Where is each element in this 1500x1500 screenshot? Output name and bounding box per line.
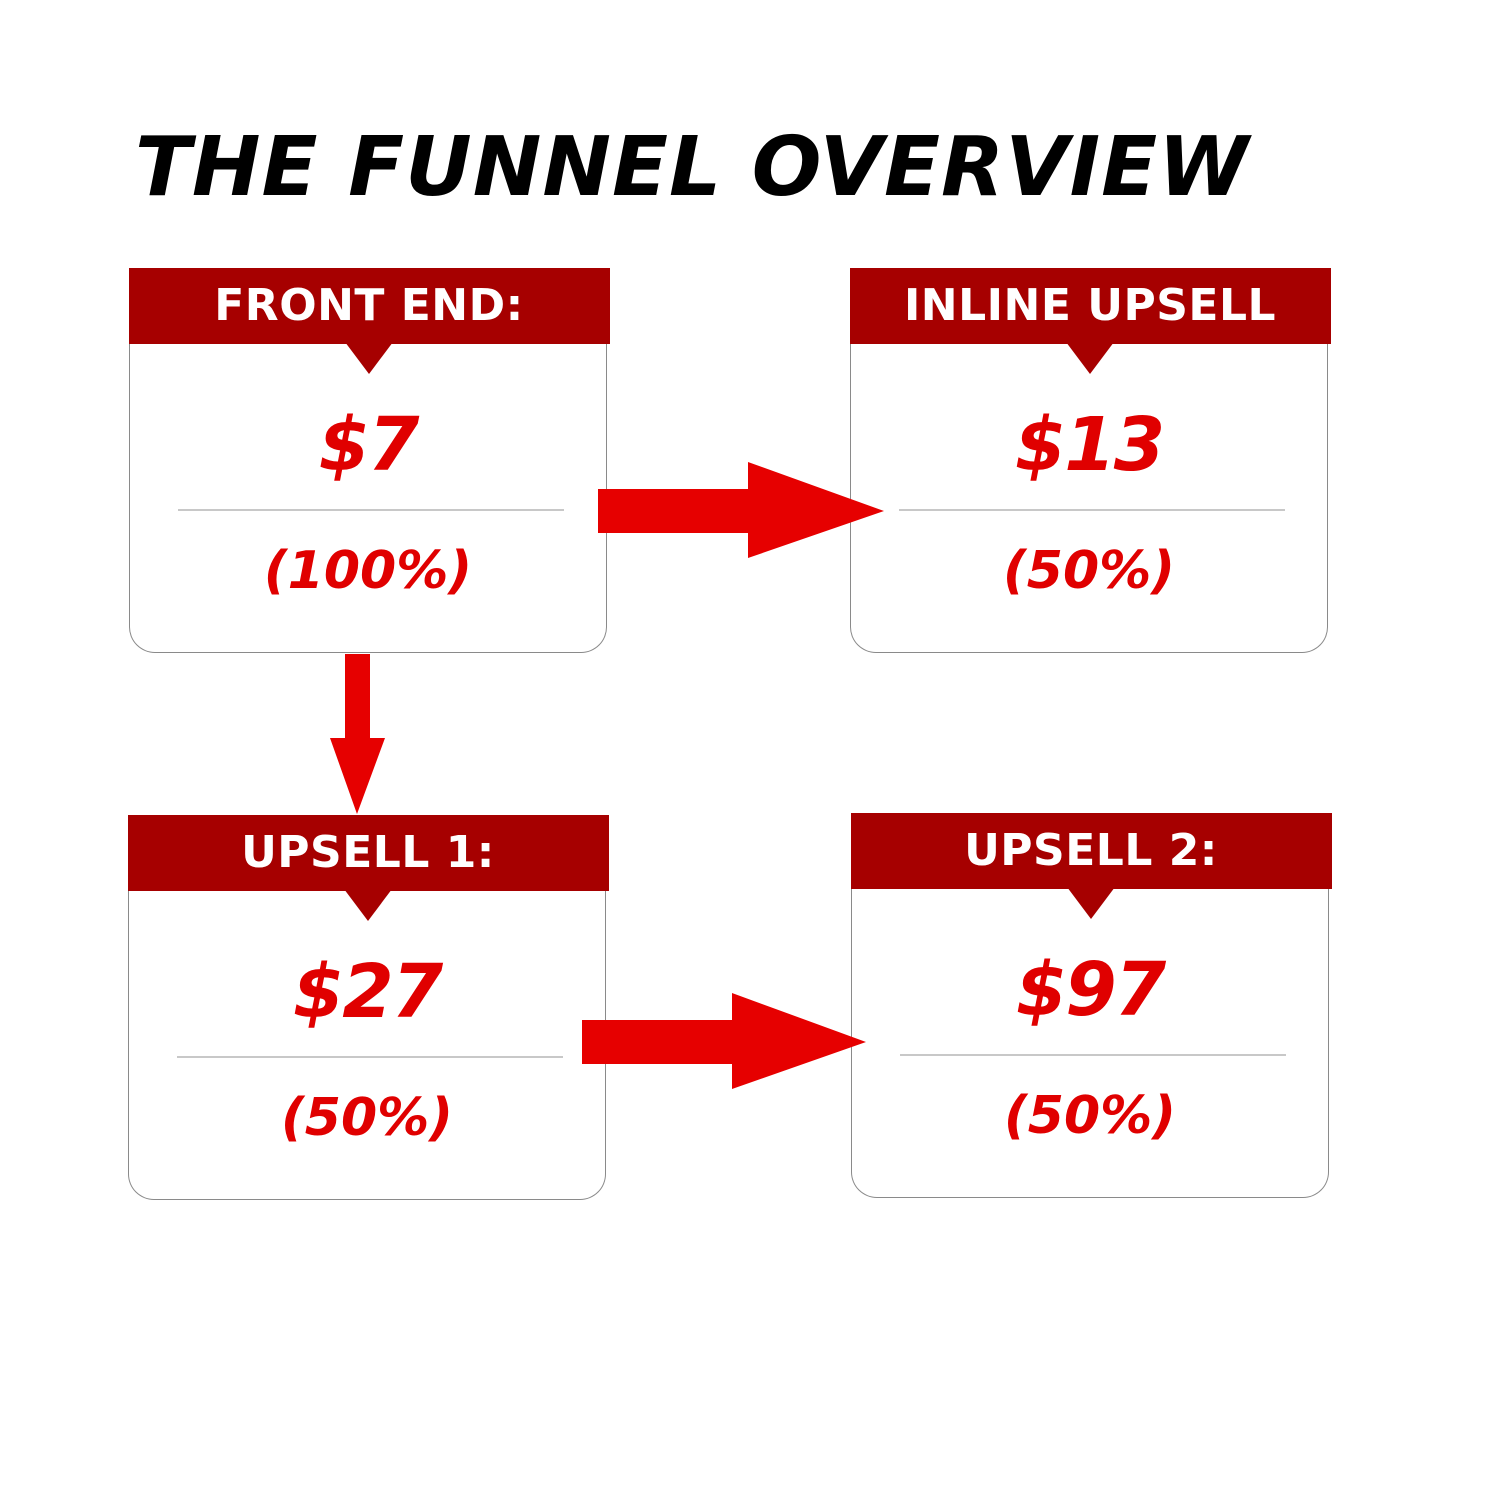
- step-percent: (50%): [1003, 541, 1175, 601]
- arrow-right-icon: [598, 462, 884, 558]
- divider: [900, 1054, 1286, 1056]
- step-percent: (100%): [263, 541, 473, 601]
- arrow-right-icon: [582, 993, 866, 1089]
- step-price: $7: [318, 402, 420, 488]
- step-percent: (50%): [281, 1088, 453, 1148]
- step-header: FRONT END:: [128, 268, 610, 374]
- divider: [177, 1056, 563, 1058]
- header-notch: [1066, 342, 1114, 374]
- funnel-step-front-end: FRONT END: $7 (100%): [128, 268, 610, 653]
- divider: [899, 509, 1285, 511]
- arrow-front-end-to-upsell-1: [330, 654, 385, 814]
- step-header-label: INLINE UPSELL: [903, 280, 1277, 331]
- step-percent: (50%): [1004, 1086, 1176, 1146]
- page-title: THE FUNNEL OVERVIEW: [135, 120, 1250, 215]
- step-price: $27: [292, 949, 443, 1035]
- step-price: $13: [1014, 402, 1165, 488]
- step-price: $97: [1015, 947, 1166, 1033]
- step-header: UPSELL 1:: [127, 815, 609, 921]
- arrow-upsell-1-to-upsell-2: [582, 993, 866, 1089]
- funnel-step-upsell-2: UPSELL 2: $97 (50%): [850, 813, 1332, 1198]
- divider: [178, 509, 564, 511]
- funnel-step-inline-upsell: INLINE UPSELL $13 (50%): [849, 268, 1331, 653]
- step-header-label: FRONT END:: [214, 280, 524, 331]
- step-header-label: UPSELL 2:: [964, 825, 1218, 876]
- funnel-step-upsell-1: UPSELL 1: $27 (50%): [127, 815, 609, 1200]
- header-notch: [345, 342, 393, 374]
- step-header: INLINE UPSELL: [849, 268, 1331, 374]
- arrow-front-end-to-inline-upsell: [598, 462, 884, 558]
- step-header-label: UPSELL 1:: [241, 827, 495, 878]
- header-notch: [344, 889, 392, 921]
- step-header: UPSELL 2:: [850, 813, 1332, 919]
- header-notch: [1067, 887, 1115, 919]
- arrow-down-icon: [330, 654, 385, 814]
